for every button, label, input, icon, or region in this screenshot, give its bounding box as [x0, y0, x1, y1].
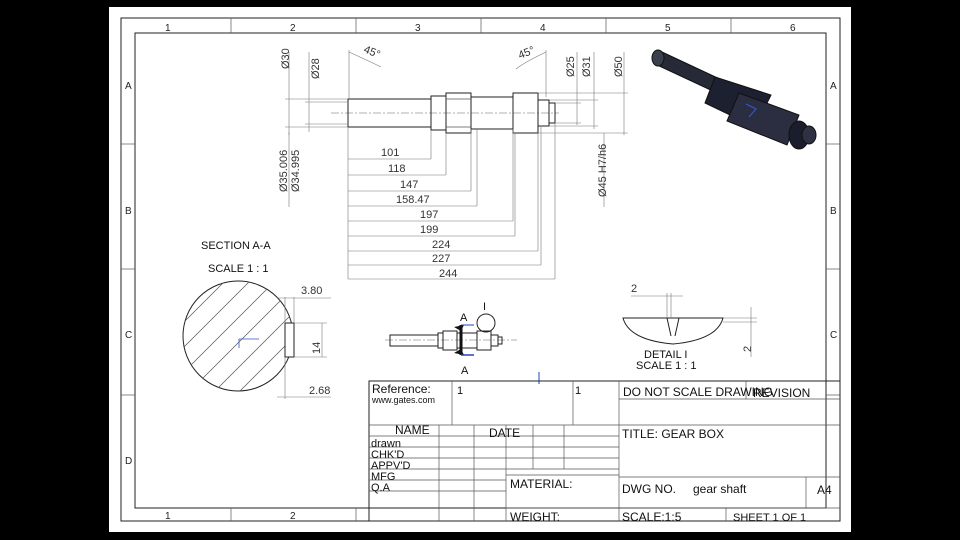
sheet-count: SHEET 1 OF 1 [733, 512, 806, 524]
no-scale-note: DO NOT SCALE DRAWING [623, 385, 773, 399]
section-scale: SCALE 1 : 1 [208, 263, 269, 275]
dim-detail-width: 2 [631, 283, 637, 295]
zone-col-6: 6 [790, 23, 796, 34]
dim-d25: Ø25 [565, 56, 577, 77]
row-qa: Q.A [371, 482, 391, 494]
name-header: NAME [395, 423, 430, 437]
dim-len-244: 244 [439, 268, 457, 280]
detail-scale: SCALE 1 : 1 [636, 360, 697, 372]
zone-row-b: B [125, 206, 132, 217]
dim-len-101: 101 [381, 147, 399, 159]
dim-detail-height: 2 [742, 346, 754, 352]
reference-col1: 1 [457, 385, 463, 397]
weight-label: WEIGHT: [510, 510, 560, 524]
dim-d45-fit: Ø45 H7/h6 [597, 144, 609, 197]
reference-col2: 1 [575, 385, 581, 397]
date-header: DATE [489, 426, 520, 440]
zone-row-c: C [125, 330, 132, 341]
dim-angle-right: 45° [517, 44, 537, 61]
inner-frame [134, 32, 827, 509]
row-approved: APPV'D [371, 460, 410, 472]
dim-key-depth: 2.68 [309, 385, 330, 397]
zone-col-1-bottom: 1 [165, 511, 171, 522]
dim-len-224: 224 [432, 239, 450, 251]
detail-dim-lines [631, 293, 757, 357]
dim-d35-lower: Ø34.995 [290, 150, 302, 192]
dim-len-147: 147 [400, 179, 418, 191]
zone-col-4: 4 [540, 23, 546, 34]
section-dim-lines [277, 297, 331, 399]
dim-len-199: 199 [420, 224, 438, 236]
zone-col-2: 2 [290, 23, 296, 34]
dim-d30: Ø30 [280, 48, 292, 69]
zone-row-a: A [125, 81, 132, 92]
scale-label: SCALE:1:5 [622, 510, 682, 524]
diameter-dim-lines [285, 50, 628, 207]
zone-row-c-right: C [830, 330, 837, 341]
length-dim-lines [347, 123, 556, 280]
dim-d50: Ø50 [613, 56, 625, 77]
drawing-title: TITLE: GEAR BOX [622, 427, 724, 441]
shaft-3d-view [651, 49, 817, 150]
row-drawn: drawn [371, 438, 401, 450]
dim-key-width: 3.80 [301, 285, 322, 297]
zone-col-3: 3 [415, 23, 421, 34]
dim-len-197: 197 [420, 209, 438, 221]
dim-d28: Ø28 [310, 58, 322, 79]
zone-col-1: 1 [165, 23, 171, 34]
sheet-size: A4 [817, 483, 832, 497]
dim-d35-upper: Ø35.006 [278, 150, 290, 192]
zone-col-2-bottom: 2 [290, 511, 296, 522]
dim-d31: Ø31 [581, 56, 593, 77]
zone-row-b-right: B [830, 206, 837, 217]
dim-key-length: 14 [311, 342, 323, 354]
revision-label: REVISION [753, 386, 810, 400]
title-block-grid [368, 380, 841, 522]
row-mfg: MFG [371, 471, 395, 483]
zone-ticks [121, 18, 840, 521]
dwg-no-label: DWG NO. [622, 482, 676, 496]
reference-label: Reference: [372, 382, 431, 396]
zone-row-d: D [125, 456, 132, 467]
drawing-canvas: 1 2 3 4 5 6 1 2 A B C D A B C Ø30 [120, 17, 841, 524]
dim-len-227: 227 [432, 253, 450, 265]
shaft-main-view [331, 92, 559, 134]
section-arrow-bottom: A [461, 365, 469, 377]
dim-angle-left: 45° [362, 44, 382, 61]
detail-marker: I [483, 301, 486, 313]
small-shaft-view [385, 313, 540, 384]
section-arrow-top: A [460, 312, 468, 324]
section-title: SECTION A-A [201, 240, 271, 252]
material-label: MATERIAL: [510, 477, 572, 491]
row-checked: CHK'D [371, 449, 404, 461]
detail-title: DETAIL I [644, 349, 687, 361]
dwg-no-value: gear shaft [693, 482, 747, 496]
detail-view [622, 317, 724, 345]
dim-len-118: 118 [388, 163, 406, 175]
reference-url: www.gates.com [371, 395, 435, 405]
zone-col-5: 5 [665, 23, 671, 34]
dim-len-158: 158.47 [396, 194, 430, 206]
zone-row-a-right: A [830, 81, 837, 92]
drawing-sheet: 1 2 3 4 5 6 1 2 A B C D A B C Ø30 [109, 7, 851, 532]
section-view [182, 280, 295, 392]
